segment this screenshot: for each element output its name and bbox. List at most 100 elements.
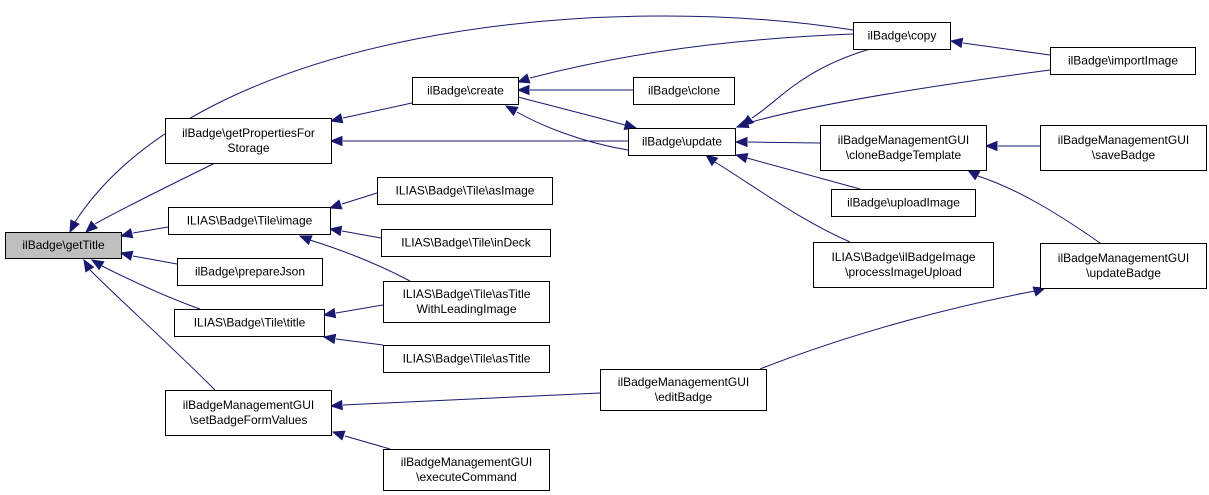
edges-layer [69,15,1101,450]
node-tile-title[interactable]: ILIAS\Badge\Tile\title [174,309,325,337]
node-box[interactable] [174,309,325,337]
node-upload-image[interactable]: ilBadge\uploadImage [831,189,976,217]
edge-prepareJson-to-getTitle [119,250,178,265]
node-copy[interactable]: ilBadge\copy [853,22,951,50]
node-box[interactable] [853,22,951,50]
node-box[interactable] [165,118,332,164]
node-label: ilBadge\getPropertiesFor [182,126,315,140]
edge-asTitle-to-tileTitle [322,333,384,346]
node-label: ilBadgeManagementGUI [618,375,749,389]
node-box[interactable] [633,77,735,105]
node-clone[interactable]: ilBadge\clone [633,77,735,105]
node-box[interactable] [5,232,122,259]
edge-line [335,304,384,314]
node-box[interactable] [383,345,550,373]
edge-processImageUpload-to-update [704,154,851,243]
node-box[interactable] [813,242,994,288]
node-process-image-upload[interactable]: ILIAS\Badge\ilBadgeImage\processImageUpl… [813,242,994,288]
edge-tileImage-to-getTitle [119,226,169,239]
node-label: ilBadge\getTitle [22,238,105,252]
arrowhead-icon [298,235,313,246]
edge-line [74,15,854,223]
node-box[interactable] [383,449,550,491]
arrowhead-icon [966,169,981,181]
edge-line [759,289,1041,370]
arrowhead-icon [516,73,531,84]
node-import-image[interactable]: ilBadge\importImage [1050,47,1196,75]
edge-line [342,392,601,406]
edge-line [309,239,411,282]
node-get-title[interactable]: ilBadge\getTitle [5,232,122,259]
node-box[interactable] [831,189,976,217]
node-box[interactable] [165,390,332,436]
node-label: WithLeadingImage [416,302,516,316]
node-update-badge[interactable]: ilBadgeManagementGUI\updateBadge [1040,243,1207,289]
arrowhead-icon [734,152,749,164]
node-clone-badge-template[interactable]: ilBadgeManagementGUI\cloneBadgeTemplate [820,125,987,171]
edge-executeCommand-to-setBadgeFormValues [331,430,391,450]
node-box[interactable] [1040,243,1207,289]
node-label: ILIAS\Badge\Tile\inDeck [401,236,532,250]
node-as-title[interactable]: ILIAS\Badge\Tile\asTitle [383,345,550,373]
edge-line [344,435,391,450]
node-label: ilBadgeManagementGUI [1058,133,1189,147]
node-box[interactable] [628,128,736,156]
arrowhead-icon [329,135,343,147]
arrowhead-icon [984,140,998,152]
node-box[interactable] [820,125,987,171]
edge-line [341,230,382,239]
edge-line [335,338,384,346]
arrowhead-icon [735,118,750,128]
edge-line [747,141,821,144]
node-create[interactable]: ilBadge\create [412,77,519,105]
edge-asTitleWithLeadingImage-to-tileTitle [322,304,384,319]
node-label: ILIAS\Badge\Tile\title [194,316,306,330]
node-box[interactable] [1050,47,1196,75]
edge-line [516,111,629,151]
node-execute-command[interactable]: ilBadgeManagementGUI\executeCommand [383,449,550,491]
arrowhead-icon [119,250,134,261]
arrowhead-icon [328,199,343,210]
edge-editBadge-to-updateBadge [759,286,1047,370]
node-label: \cloneBadgeTemplate [846,148,962,162]
node-label: \processImageUpload [845,265,962,279]
node-update[interactable]: ilBadge\update [628,128,736,156]
edge-create-to-update [517,96,638,131]
node-set-badge-form-values[interactable]: ilBadgeManagementGUI\setBadgeFormValues [165,390,332,436]
edge-clone-to-create [516,84,633,96]
arrowhead-icon [704,154,719,167]
edge-update-to-getPropertiesForStorage [329,135,628,147]
edge-line [977,175,1101,244]
node-edit-badge[interactable]: ilBadgeManagementGUI\editBadge [600,369,767,411]
node-label: ilBadgeManagementGUI [401,455,532,469]
node-label: ILIAS\Badge\Tile\asTitle [403,352,531,366]
edge-importImage-to-update [735,69,1051,128]
arrowhead-icon [331,430,346,441]
node-tile-image[interactable]: ILIAS\Badge\Tile\image [168,207,331,235]
node-box[interactable] [168,207,331,235]
node-box[interactable] [177,258,323,286]
edge-copy-to-create [516,33,854,84]
edge-create-to-getPropertiesForStorage [329,102,413,124]
node-label: ILIAS\Badge\ilBadgeImage [831,250,975,264]
node-label: ilBadge\prepareJson [195,265,305,279]
arrowhead-icon [329,113,344,124]
arrowhead-icon [329,399,343,411]
node-save-badge[interactable]: ilBadgeManagementGUI\saveBadge [1040,125,1207,171]
edge-setBadgeFormValues-to-getTitle [83,258,216,391]
arrowhead-icon [734,136,748,148]
node-label: ilBadge\clone [648,84,720,98]
node-box[interactable] [600,369,767,411]
node-box[interactable] [381,229,551,257]
node-as-image[interactable]: ILIAS\Badge\Tile\asImage [377,177,553,205]
node-label: \setBadgeFormValues [190,413,308,427]
node-box[interactable] [377,177,553,205]
node-box[interactable] [412,77,519,105]
node-in-deck[interactable]: ILIAS\Badge\Tile\inDeck [381,229,551,257]
node-box[interactable] [383,281,550,323]
node-prepare-json[interactable]: ilBadge\prepareJson [177,258,323,286]
node-box[interactable] [1040,125,1207,171]
edge-line [94,162,216,225]
